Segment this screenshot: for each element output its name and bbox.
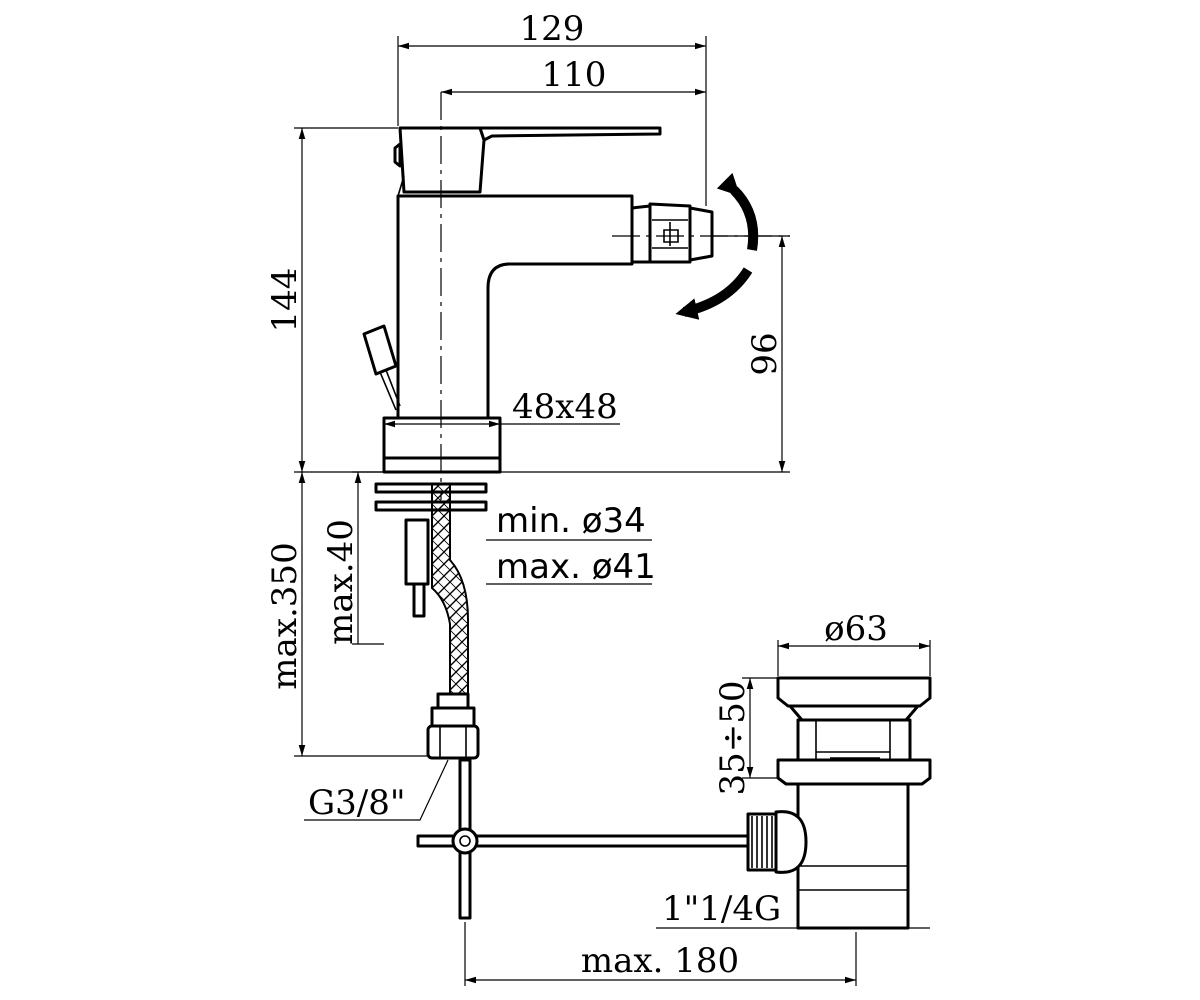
dim-144: 144: [265, 127, 398, 473]
popup-waste: [746, 676, 932, 930]
lever-blade: [478, 126, 662, 142]
dim-max180: max. 180: [464, 922, 857, 986]
svg-text:129: 129: [520, 9, 585, 49]
knurled-nut: [746, 812, 778, 872]
dim-1-14g: 1"1/4G: [656, 889, 930, 929]
svg-text:110: 110: [542, 55, 607, 95]
svg-text:G3/8": G3/8": [308, 783, 406, 823]
dim-phi63: ø63: [777, 609, 931, 676]
dim-g38: G3/8": [304, 759, 449, 823]
dim-35-50: 35÷50: [713, 677, 778, 796]
svg-text:48x48: 48x48: [512, 387, 618, 427]
waste-cap-stem: [788, 704, 920, 722]
svg-text:35÷50: 35÷50: [713, 680, 753, 795]
svg-text:ø63: ø63: [824, 609, 888, 649]
svg-text:max. ø41: max. ø41: [496, 547, 656, 587]
dim-48x48: 48x48: [383, 387, 620, 428]
rotation-arrows-icon: [675, 172, 759, 320]
waste-body: [796, 782, 910, 930]
svg-text:144: 144: [265, 268, 305, 333]
dim-96: 96: [500, 235, 790, 473]
dim-max350: max.350: [265, 472, 428, 757]
hose-fitting: [426, 692, 480, 760]
lever-nub: [393, 142, 402, 168]
fixing-nut: [404, 518, 430, 586]
svg-text:min. ø34: min. ø34: [496, 501, 646, 541]
dim-129: 129: [397, 9, 707, 206]
aerator-nozzle: [612, 202, 790, 264]
svg-text:96: 96: [745, 332, 785, 375]
mounting-fixings: [374, 482, 754, 920]
waste-side-connector: [774, 810, 808, 874]
dim-max40: max.40: [321, 471, 384, 645]
waste-cap: [776, 676, 932, 708]
base-plate: [382, 456, 502, 474]
popup-rod-knob: [362, 324, 401, 411]
dim-110: 110: [441, 55, 706, 96]
svg-text:max.350: max.350: [265, 542, 305, 689]
svg-text:max.40: max.40: [321, 519, 361, 645]
rod-clamp: [451, 827, 479, 855]
svg-text:1"1/4G: 1"1/4G: [662, 889, 781, 929]
mixer-body: [396, 194, 634, 420]
dim-hole-diameter: min. ø34 max. ø41: [486, 501, 656, 587]
braided-hose: [431, 483, 469, 701]
threaded-rod: [412, 582, 426, 618]
waste-flange: [776, 758, 932, 786]
svg-text:max. 180: max. 180: [581, 941, 739, 981]
